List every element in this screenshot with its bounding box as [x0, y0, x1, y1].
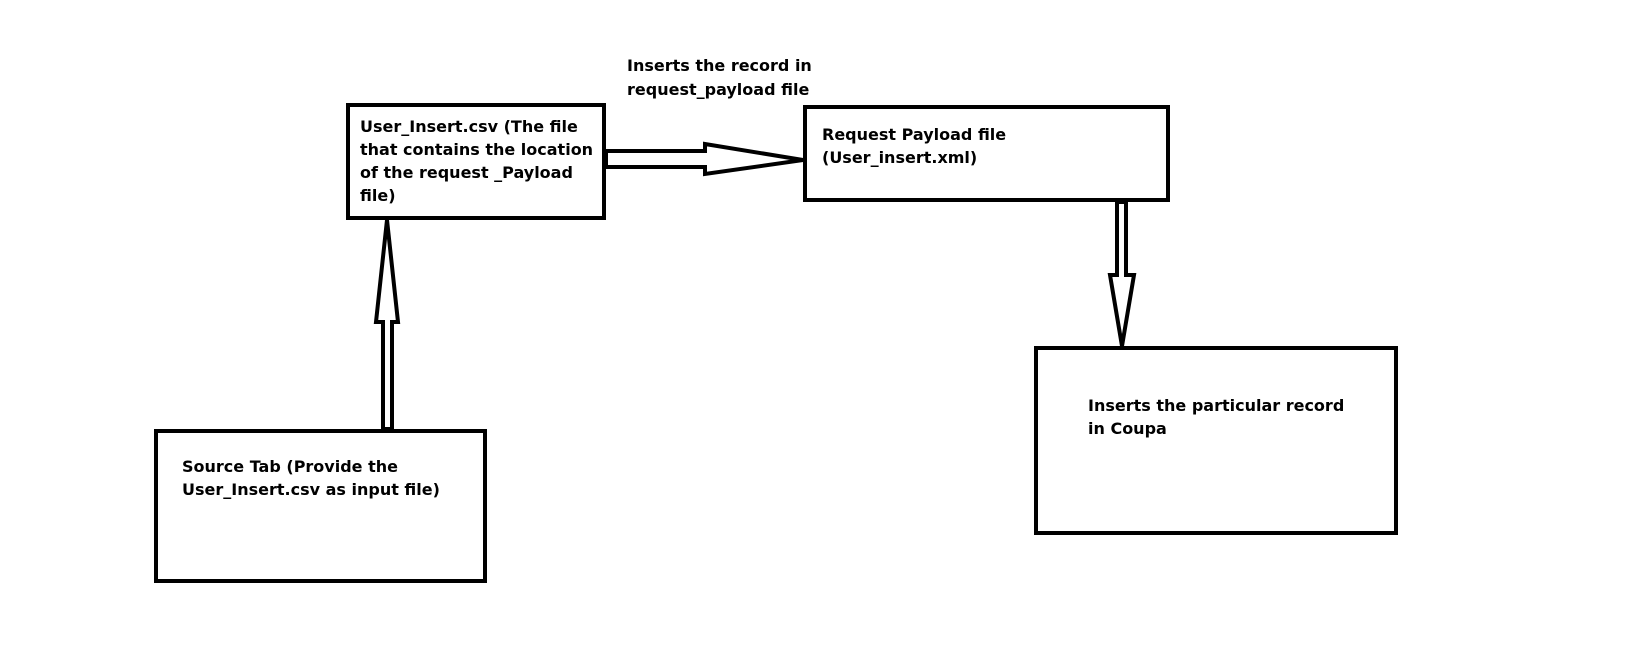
csv-file-label: User_Insert.csv (The file that contains … [360, 117, 594, 205]
arrow-csv-to-payload [604, 141, 804, 177]
arrow-source-to-csv [373, 219, 401, 431]
coupa-insert-label: Inserts the particular record in Coupa [1088, 396, 1345, 438]
edge-label-insert-record: Inserts the record in request_payload fi… [627, 56, 812, 99]
source-tab-label: Source Tab (Provide the User_Insert.csv … [182, 457, 440, 499]
request-payload-node: Request Payload file (User_insert.xml) [803, 105, 1170, 202]
coupa-insert-node: Inserts the particular record in Coupa [1034, 346, 1398, 535]
request-payload-label: Request Payload file (User_insert.xml) [822, 125, 1007, 167]
arrow-payload-to-coupa [1107, 200, 1137, 347]
source-tab-node: Source Tab (Provide the User_Insert.csv … [154, 429, 487, 583]
csv-file-node: User_Insert.csv (The file that contains … [346, 103, 606, 220]
